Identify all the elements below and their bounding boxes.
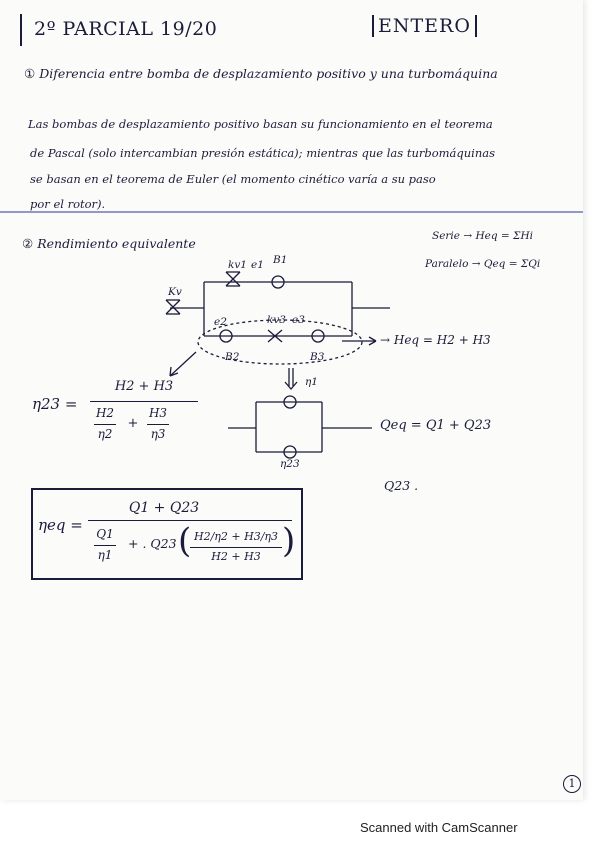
etaeq-den-a-num: Q1	[96, 527, 114, 541]
etaeq-inner-num: H2/η2 + H3/η3	[194, 530, 278, 543]
etaeq-den-a-line	[94, 545, 116, 547]
section1-line-2: de Pascal (solo intercambian presión est…	[30, 146, 496, 160]
eta23-den-plus: +	[127, 416, 139, 431]
etaeq-left-paren: (	[178, 521, 192, 561]
section1-line-1: Las bombas de desplazamiento positivo ba…	[28, 117, 493, 131]
label-kv3: kv3	[267, 314, 286, 326]
eta23-fraction-line	[90, 401, 198, 403]
label-e1: e1	[251, 259, 264, 271]
paralelo-rule: Paralelo → Qeq = ΣQi	[425, 258, 541, 270]
page-number: 1	[563, 775, 581, 793]
section2-title: Rendimiento equivalente	[37, 236, 196, 251]
label-b3: B3	[310, 351, 325, 363]
label-kv: Kv	[168, 286, 182, 298]
section2-heading: ② Rendimiento equivalente	[22, 236, 196, 251]
etaeq-inner-den: H2 + H3	[211, 550, 261, 563]
section1-line-3: se basan en el teorema de Euler (el mome…	[30, 172, 436, 186]
section2-number: ②	[22, 236, 34, 251]
q23-note: Q23 .	[384, 478, 419, 493]
section1-heading: ① Diferencia entre bomba de desplazamien…	[24, 66, 498, 81]
etaeq-lhs: ηeq =	[38, 516, 83, 534]
eta23-numerator: H2 + H3	[114, 379, 174, 394]
eta23-den-b-den: η3	[150, 427, 166, 441]
section-divider	[0, 211, 583, 213]
page-title: 2º PARCIAL 19/20	[34, 18, 218, 40]
header-left-bar	[20, 14, 22, 46]
qeq-parallel: Qeq = Q1 + Q23	[380, 418, 492, 433]
label-e3: e3	[292, 314, 305, 326]
label-kv1: kv1	[228, 259, 247, 271]
etaeq-den-a-den: η1	[97, 548, 113, 562]
heq-series: → Heq = H2 + H3	[380, 333, 491, 347]
label-eta1: η1	[305, 376, 318, 388]
serie-rule: Serie → Heq = ΣHi	[432, 230, 533, 242]
result-box	[31, 488, 303, 580]
section1-line-4: por el rotor).	[30, 197, 106, 211]
pump-circuit-diagram	[165, 271, 390, 459]
etaeq-den-plus: + . Q23	[128, 536, 177, 551]
eta23-den-b-num: H3	[148, 406, 168, 420]
eta23-den-a-line	[94, 424, 116, 426]
label-eta23: η23	[280, 458, 300, 470]
entero-badge: ENTERO	[372, 15, 477, 37]
label-b2: B2	[225, 351, 240, 363]
label-e2: e2	[214, 316, 227, 328]
label-b1: B1	[273, 254, 288, 266]
eta23-den-a-den: η2	[97, 427, 113, 441]
etaeq-inner-line	[190, 547, 282, 549]
camscanner-watermark: Scanned with CamScanner	[360, 820, 518, 835]
eta23-lhs: η23 =	[32, 395, 78, 413]
etaeq-fraction-line	[88, 520, 292, 522]
section1-number: ①	[24, 66, 36, 81]
eta23-den-b-line	[147, 424, 169, 426]
eta23-den-a-num: H2	[95, 406, 115, 420]
section1-title: Diferencia entre bomba de desplazamiento…	[39, 66, 498, 81]
etaeq-right-paren: )	[282, 521, 296, 561]
scanned-page: 2º PARCIAL 19/20 ENTERO ① Diferencia ent…	[0, 14, 583, 793]
etaeq-numerator: Q1 + Q23	[128, 500, 200, 516]
